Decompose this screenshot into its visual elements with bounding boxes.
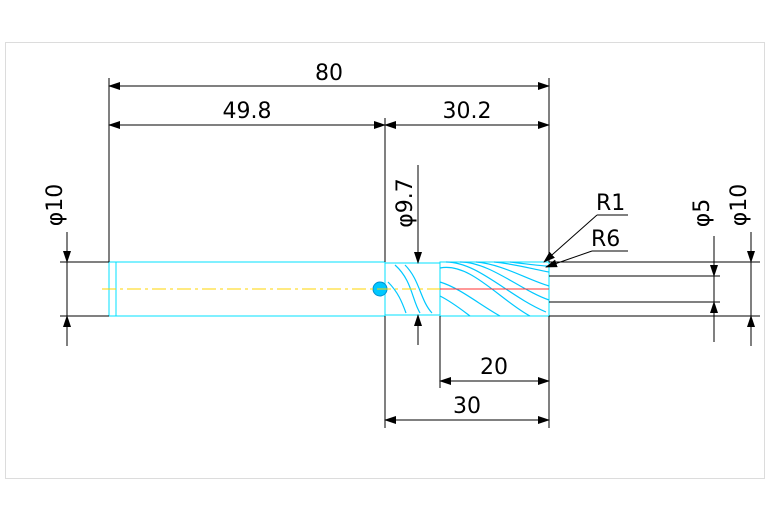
radius-r6-leader: R6 bbox=[545, 227, 628, 268]
radius-r1-leader: R1 bbox=[543, 191, 628, 263]
dim-body-length: 30 bbox=[384, 394, 550, 424]
dim-shank-length: 49.8 bbox=[108, 99, 386, 129]
dim-text-30-2: 30.2 bbox=[443, 99, 492, 124]
dim-text-20: 20 bbox=[480, 355, 508, 380]
dim-overall-length: 80 bbox=[108, 61, 550, 90]
dim-text-phi5: φ5 bbox=[690, 199, 715, 228]
dim-text-30: 30 bbox=[453, 394, 481, 419]
dim-core-diameter: φ5 bbox=[690, 199, 718, 342]
dim-flute-length: 20 bbox=[439, 355, 550, 385]
dim-head-length: 30.2 bbox=[384, 99, 550, 129]
dim-text-phi10-right: φ10 bbox=[727, 184, 752, 227]
dim-text-80: 80 bbox=[315, 61, 343, 86]
dim-shank-diameter: φ10 bbox=[43, 184, 71, 346]
radius-text-r1: R1 bbox=[596, 191, 625, 216]
dim-cutter-diameter: φ10 bbox=[727, 184, 755, 346]
dim-text-phi9-7: φ9.7 bbox=[393, 178, 418, 228]
radius-text-r6: R6 bbox=[591, 227, 620, 252]
dim-text-49-8: 49.8 bbox=[223, 99, 272, 124]
extension-lines bbox=[60, 78, 760, 428]
dim-text-phi10-left: φ10 bbox=[43, 184, 68, 227]
dim-neck-diameter: φ9.7 bbox=[393, 165, 422, 345]
